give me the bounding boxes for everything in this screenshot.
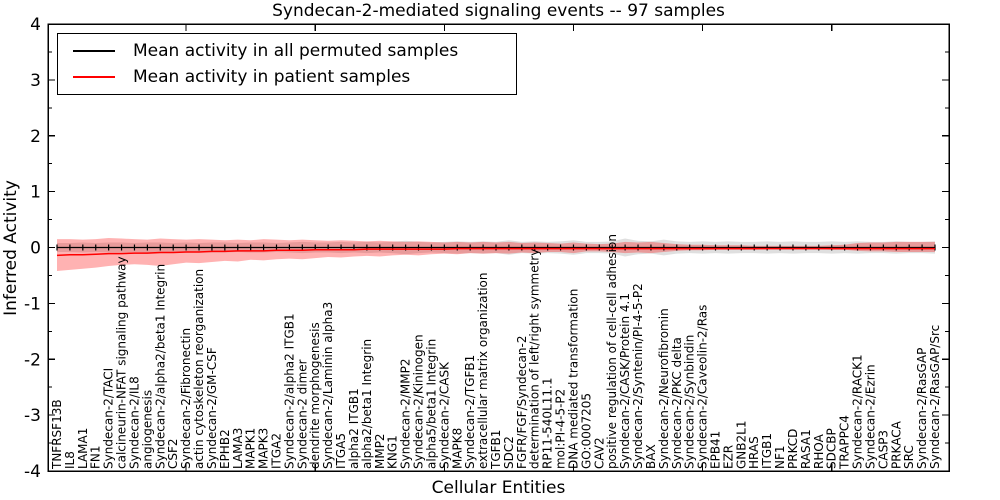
category-tick-label: HRAS <box>747 436 761 469</box>
y-tick-label: 2 <box>30 127 41 147</box>
y-tick-label: -3 <box>24 406 41 426</box>
category-tick-label: Syndecan-2/IL8 <box>127 376 141 469</box>
category-tick-label: alpha5/beta1 Integrin <box>424 339 438 469</box>
category-tick-label: Syndecan-2/Syntenin/PI-4-5-P2 <box>631 283 645 469</box>
category-tick-label: ITGA5 <box>334 433 348 469</box>
category-tick-label: PRKACA <box>889 420 903 469</box>
category-tick-label: Syndecan-2/Fibronectin <box>179 328 193 469</box>
category-tick-label: TRAPPC4 <box>838 415 852 470</box>
category-tick-label: MAPK1 <box>244 428 258 469</box>
legend-item-permuted: Mean activity in all permuted samples <box>73 40 516 61</box>
y-tick-label: 4 <box>30 15 41 35</box>
category-tick-label: RASA1 <box>799 429 813 469</box>
category-tick-label: MAPK3 <box>257 428 271 469</box>
patient-mean-line <box>56 247 935 257</box>
category-tick-label: Syndecan-2/CASK/Protein 4.1 <box>618 293 632 469</box>
category-tick-label: IL8 <box>63 451 77 469</box>
category-tick-label: LAMA1 <box>76 428 90 469</box>
category-tick-label: TGFB1 <box>489 430 503 470</box>
category-tick-label: CASP3 <box>876 430 890 469</box>
category-tick-label: Syndecan-2/RasGAP/Src <box>928 325 942 469</box>
category-tick-label: ITGB1 <box>760 433 774 469</box>
category-tick-label: MAPK8 <box>450 428 464 469</box>
category-tick-label: NF1 <box>773 445 787 469</box>
y-tick-label: -4 <box>24 462 41 482</box>
category-tick-label: Syndecan-2/CASK <box>437 361 451 469</box>
y-tick-label: 3 <box>30 71 41 91</box>
legend-label-permuted: Mean activity in all permuted samples <box>133 40 459 61</box>
category-tick-label: ITGA2 <box>270 433 284 469</box>
category-tick-label: RHOA <box>812 433 826 469</box>
category-tick-label: positive regulation of cell-cell adhesio… <box>605 234 619 469</box>
category-tick-label: SDCBP <box>825 428 839 469</box>
y-tick-label: -2 <box>24 350 41 370</box>
category-tick-label: Syndecan-2/TACI <box>102 368 116 469</box>
category-tick-label: BAX <box>644 444 658 469</box>
y-tick-label: 0 <box>30 239 41 259</box>
category-tick-label: SDC2 <box>502 436 516 469</box>
category-tick-label: GO:0007205 <box>579 393 593 469</box>
category-tick-label: FGFR/FGF/Syndecan-2 <box>515 336 529 469</box>
category-tick-label: EZR <box>721 445 735 469</box>
y-axis-label: Inferred Activity <box>1 180 21 316</box>
category-tick-label: EPHB2 <box>218 429 232 469</box>
category-tick-label: CSF2 <box>166 438 180 469</box>
category-tick-label: calcineurin-NFAT signaling pathway <box>115 256 129 469</box>
category-tick-label: Syndecan-2/Synbindin <box>683 335 697 469</box>
category-tick-label: MMP2 <box>373 433 387 469</box>
category-tick-label: alpha2/beta1 Integrin <box>360 339 374 469</box>
category-tick-label: Syndecan-2/Laminin alpha3 <box>321 302 335 469</box>
category-tick-label: CAV2 <box>592 437 606 469</box>
patient-line-sample <box>73 76 115 79</box>
category-tick-label: Syndecan-2/Neurofibromin <box>657 308 671 469</box>
legend-item-patient: Mean activity in patient samples <box>73 68 516 87</box>
category-tick-label: RP11-540L11.1 <box>541 378 555 469</box>
category-tick-label: angiogenesis <box>140 390 154 469</box>
category-tick-label: Syndecan-2/alpha2/beta1 Integrin <box>153 264 167 469</box>
category-tick-label: Syndecan-2/PKC delta <box>670 337 684 469</box>
category-tick-label: Syndecan-2/Kininogen <box>412 334 426 469</box>
category-tick-label: actin cytoskeleton reorganization <box>192 269 206 469</box>
category-tick-label: extracellular matrix organization <box>476 272 490 469</box>
category-tick-label: dendrite morphogenesis <box>308 322 322 469</box>
category-tick-label: Syndecan-2/RACK1 <box>851 354 865 469</box>
category-tick-label: PRKCD <box>786 429 800 469</box>
category-tick-label: Syndecan-2 dimer <box>295 359 309 469</box>
category-tick-label: GNB2L1 <box>734 421 748 469</box>
category-tick-label: DNA mediated transformation <box>566 289 580 469</box>
category-tick-label: Syndecan-2/MMP2 <box>399 359 413 469</box>
y-tick-label: -1 <box>24 294 41 314</box>
chart-title: Syndecan-2-mediated signaling events -- … <box>272 1 725 21</box>
legend-label-patient: Mean activity in patient samples <box>133 66 411 87</box>
category-tick-label: FN1 <box>89 445 103 469</box>
category-tick-label: Syndecan-2/RasGAP <box>915 348 929 469</box>
category-tick-label: KNG1 <box>386 435 400 469</box>
category-tick-label: Syndecan-2/Caveolin-2/Ras <box>696 305 710 469</box>
category-tick-label: Syndecan-2/GM-CSF <box>205 347 219 469</box>
category-tick-label: SRC <box>902 445 916 469</box>
category-tick-label: Syndecan-2/Ezrin <box>863 364 877 469</box>
category-tick-label: alpha2 ITGB1 <box>347 388 361 469</box>
x-axis-label: Cellular Entities <box>431 478 566 498</box>
category-tick-label: Syndecan-2/TGFB1 <box>463 355 477 469</box>
category-tick-label: TNFRSF13B <box>50 399 64 470</box>
y-tick-label: 1 <box>30 183 41 203</box>
category-tick-label: LAMA3 <box>231 428 245 469</box>
category-tick-label: EPB41 <box>709 431 723 469</box>
category-tick-label: Syndecan-2/alpha2 ITGB1 <box>282 313 296 469</box>
legend: Mean activity in all permuted samples Me… <box>57 33 517 95</box>
category-tick-label: mol:PI-4-5-P2 <box>554 389 568 469</box>
permuted-line-sample <box>73 49 115 52</box>
category-tick-label: determination of left/right symmetry <box>528 249 542 469</box>
